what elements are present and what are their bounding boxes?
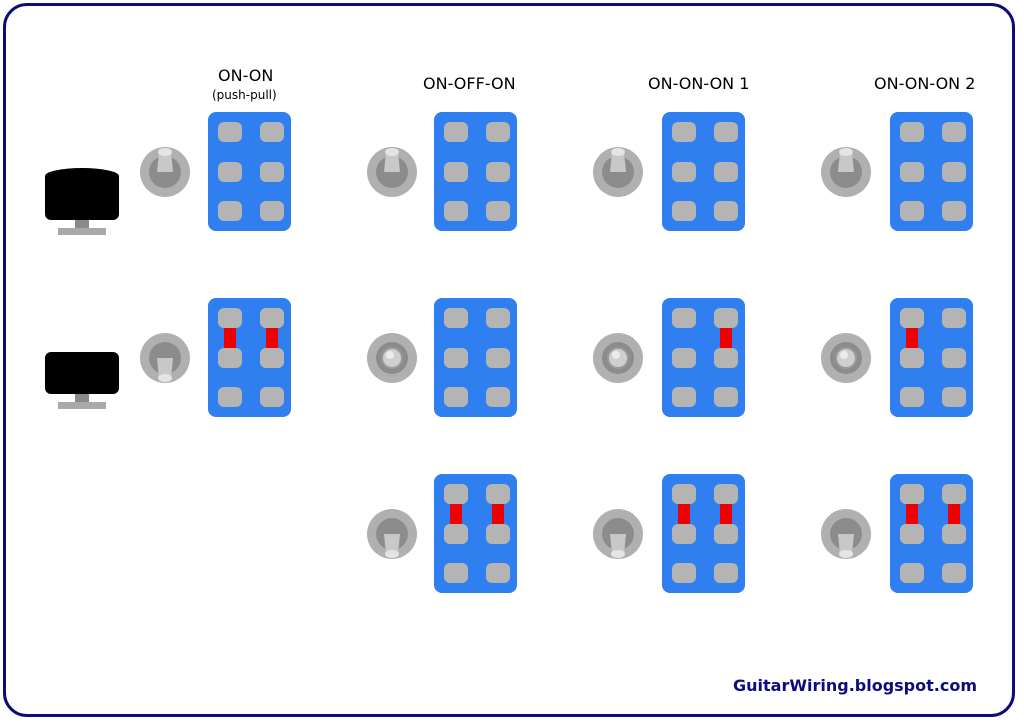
switch-r1-c2-lug-2-3 (486, 201, 510, 221)
diagram-frame (3, 3, 1015, 717)
switch-r2-c2-lug-1-3 (444, 387, 468, 407)
column-title-on-on-on-1: ON-ON-ON 1 (648, 74, 750, 93)
push-pull-knob-r2-body (45, 352, 119, 394)
switch-r2-c3-lug-2-1 (714, 308, 738, 328)
switch-r1-c4-lug-1-3 (900, 201, 924, 221)
switch-r1-c1-lug-1-2 (218, 162, 242, 182)
switch-r2-c4-lug-2-1 (942, 308, 966, 328)
switch-r2-c4-lug-1-2 (900, 348, 924, 368)
switch-r3-c2-lug-2-1 (486, 484, 510, 504)
switch-r3-c4-lug-1-2 (900, 524, 924, 544)
column-title-on-off-on: ON-OFF-ON (423, 74, 516, 93)
switch-r1-c1-lug-1-1 (218, 122, 242, 142)
switch-r1-c4-lug-2-3 (942, 201, 966, 221)
switch-r1-c1-lug-1-3 (218, 201, 242, 221)
switch-r1-c4-lug-1-2 (900, 162, 924, 182)
switch-r2-c4-lug-1-3 (900, 387, 924, 407)
switch-r3-c2-toggle-lever-tip (385, 550, 399, 558)
push-pull-knob-r1-body (45, 172, 119, 220)
switch-r2-c1-lug-2-1 (260, 308, 284, 328)
switch-r2-c1-lug-2-3 (260, 387, 284, 407)
switch-r3-c4-toggle-lever (838, 534, 854, 554)
switch-r3-c3-lug-2-1 (714, 484, 738, 504)
switch-r1-c2-toggle-lever (384, 152, 400, 172)
switch-r3-c4-lug-2-2 (942, 524, 966, 544)
switch-r2-c4-lug-2-2 (942, 348, 966, 368)
switch-r1-c2-lug-1-3 (444, 201, 468, 221)
switch-r2-c2-lug-2-1 (486, 308, 510, 328)
switch-r2-c1-toggle-lever (157, 358, 173, 378)
switch-r1-c3-lug-1-1 (672, 122, 696, 142)
push-pull-knob-r2-shaft (75, 394, 89, 402)
switch-r2-c2-lug-1-1 (444, 308, 468, 328)
switch-r2-c1-lug-2-2 (260, 348, 284, 368)
switch-r1-c4-lug-2-1 (942, 122, 966, 142)
switch-r1-c3-lug-2-1 (714, 122, 738, 142)
switch-r1-c2-lug-2-2 (486, 162, 510, 182)
switch-r2-c2-lug-2-3 (486, 387, 510, 407)
switch-r1-c2-lug-2-1 (486, 122, 510, 142)
switch-r1-c3-toggle-lever (610, 152, 626, 172)
switch-r3-c2-lug-1-1 (444, 484, 468, 504)
switch-r2-c1-lug-1-2 (218, 348, 242, 368)
switch-r2-c1-lug-1-3 (218, 387, 242, 407)
switch-r1-c3-toggle-lever-tip (611, 148, 625, 156)
switch-r3-c3-toggle-lever (610, 534, 626, 554)
switch-r1-c1-lug-2-3 (260, 201, 284, 221)
switch-r2-c4-lug-2-3 (942, 387, 966, 407)
switch-r2-c2-lug-2-2 (486, 348, 510, 368)
switch-r1-c1-toggle-lever (157, 152, 173, 172)
switch-r1-c1-toggle-lever-tip (158, 148, 172, 156)
switch-r1-c2-toggle-lever-tip (385, 148, 399, 156)
switch-r2-c3-lug-2-2 (714, 348, 738, 368)
switch-r3-c2-lug-2-2 (486, 524, 510, 544)
switch-r1-c3-lug-1-3 (672, 201, 696, 221)
switch-r1-c2-lug-1-1 (444, 122, 468, 142)
switch-r1-c4-toggle-lever (838, 152, 854, 172)
switch-r1-c1-lug-2-2 (260, 162, 284, 182)
switch-r3-c3-lug-1-1 (672, 484, 696, 504)
switch-r3-c4-lug-1-1 (900, 484, 924, 504)
column-title-on-on-on-2: ON-ON-ON 2 (874, 74, 976, 93)
switch-r2-c3-lug-1-3 (672, 387, 696, 407)
push-pull-knob-r1-base (58, 228, 106, 235)
switch-r3-c4-toggle-lever-tip (839, 550, 853, 558)
switch-r3-c2-lug-2-3 (486, 563, 510, 583)
switch-r2-c3-toggle-lever-tip (612, 351, 620, 359)
switch-r3-c4-lug-1-3 (900, 563, 924, 583)
switch-r2-c3-lug-2-3 (714, 387, 738, 407)
switch-r2-c4-toggle-lever-tip (840, 351, 848, 359)
switch-r2-c2-toggle-lever-tip (386, 351, 394, 359)
switch-r2-c2-lug-1-2 (444, 348, 468, 368)
switch-r3-c3-lug-2-3 (714, 563, 738, 583)
switch-r3-c3-toggle-lever-tip (611, 550, 625, 558)
switch-r1-c4-lug-1-1 (900, 122, 924, 142)
credit-url: GuitarWiring.blogspot.com (733, 676, 977, 695)
switch-r1-c3-lug-1-2 (672, 162, 696, 182)
switch-r1-c3-lug-2-2 (714, 162, 738, 182)
switch-r3-c4-lug-2-3 (942, 563, 966, 583)
switch-r3-c2-toggle-lever (384, 534, 400, 554)
switch-r3-c3-lug-1-3 (672, 563, 696, 583)
push-pull-knob-r1-shaft (75, 220, 89, 228)
push-pull-knob-r2-base (58, 402, 106, 409)
switch-r2-c4-lug-1-1 (900, 308, 924, 328)
switch-r3-c4-lug-2-1 (942, 484, 966, 504)
column-subtitle-push-pull: (push-pull) (212, 88, 277, 102)
switch-r3-c3-lug-1-2 (672, 524, 696, 544)
switch-r1-c3-lug-2-3 (714, 201, 738, 221)
switch-r1-c4-lug-2-2 (942, 162, 966, 182)
switch-r3-c2-lug-1-3 (444, 563, 468, 583)
switch-r1-c1-lug-2-1 (260, 122, 284, 142)
switch-r2-c3-lug-1-1 (672, 308, 696, 328)
switch-r1-c2-lug-1-2 (444, 162, 468, 182)
switch-r1-c4-toggle-lever-tip (839, 148, 853, 156)
column-title-on-on: ON-ON (218, 66, 274, 85)
switch-r3-c2-lug-1-2 (444, 524, 468, 544)
switch-r2-c1-lug-1-1 (218, 308, 242, 328)
switch-r2-c3-lug-1-2 (672, 348, 696, 368)
switch-r2-c1-toggle-lever-tip (158, 374, 172, 382)
switch-r3-c3-lug-2-2 (714, 524, 738, 544)
